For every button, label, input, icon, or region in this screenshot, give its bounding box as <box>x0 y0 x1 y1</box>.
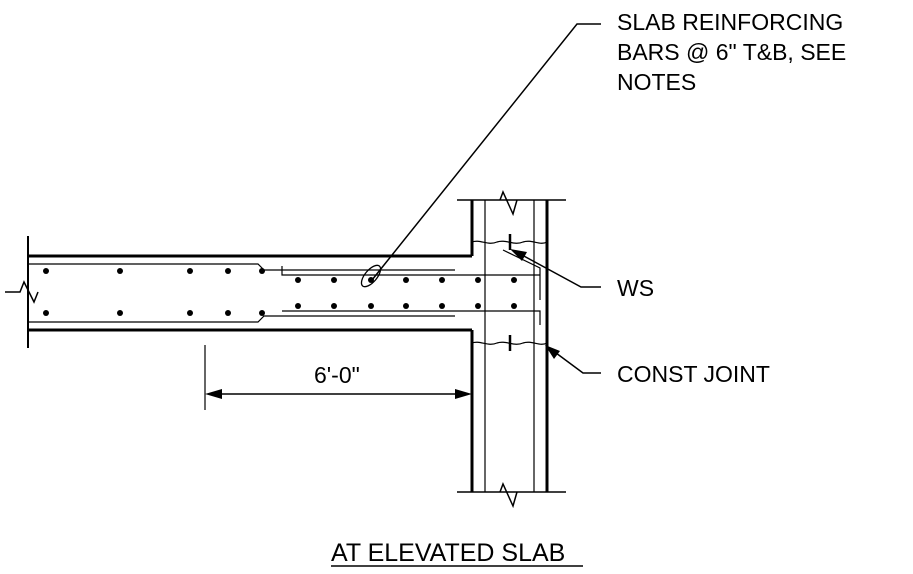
callout-slab-reinforcing-line3: NOTES <box>617 69 696 95</box>
slab-break-symbol <box>5 280 39 304</box>
rebar-dot <box>295 303 301 309</box>
rebar-dot <box>295 277 301 283</box>
slab-top-bar <box>28 263 455 271</box>
rebar-dot <box>117 268 123 274</box>
slab-bottom-add-bar <box>282 310 541 325</box>
callout-slab-reinforcing-line1: SLAB REINFORCING <box>617 9 843 35</box>
rebar-dot <box>331 303 337 309</box>
leader-ws <box>521 254 601 288</box>
slab-bar-ellipse <box>360 264 382 288</box>
dimension-6ft <box>204 345 467 410</box>
slab-bottom-bar <box>28 315 455 323</box>
detail-title: AT ELEVATED SLAB <box>331 539 565 567</box>
callout-ws: WS <box>617 275 654 301</box>
rebar-dot <box>439 277 445 283</box>
slab-reinforcing <box>28 249 541 325</box>
rebar-dot <box>439 303 445 309</box>
slab-outline <box>5 236 472 348</box>
wall-break-bottom <box>499 482 518 509</box>
rebar-dots <box>43 268 517 316</box>
rebar-dot <box>187 268 193 274</box>
rebar-dot <box>475 277 481 283</box>
rebar-dot <box>187 310 193 316</box>
rebar-dot <box>403 303 409 309</box>
rebar-dot <box>368 303 374 309</box>
rebar-dot <box>475 303 481 309</box>
rebar-dot <box>511 303 517 309</box>
leader-const-joint <box>551 349 601 374</box>
rebar-dot <box>225 310 231 316</box>
rebar-dot <box>225 268 231 274</box>
dimension-label: 6'-0" <box>314 362 360 388</box>
dim-arrow-right <box>455 389 472 399</box>
leader-ws-arrow <box>510 249 527 261</box>
slab-top-bar-hook <box>502 249 541 300</box>
rebar-dot <box>43 268 49 274</box>
rebar-dot <box>117 310 123 316</box>
slab-top-add-bar <box>281 266 540 276</box>
rebar-dot <box>368 277 374 283</box>
callout-const-joint: CONST JOINT <box>617 361 770 387</box>
callout-slab-reinforcing-line2: BARS @ 6" T&B, SEE <box>617 39 846 65</box>
rebar-dot <box>259 310 265 316</box>
dim-arrow-left <box>205 389 222 399</box>
rebar-dot <box>43 310 49 316</box>
rebar-dot <box>511 277 517 283</box>
wall-break-top <box>499 190 518 217</box>
rebar-dot <box>331 277 337 283</box>
rebar-dot <box>259 268 265 274</box>
leader-slab-reinforcing <box>371 23 601 281</box>
leader-const-joint-arrow <box>545 345 560 359</box>
rebar-dot <box>403 277 409 283</box>
